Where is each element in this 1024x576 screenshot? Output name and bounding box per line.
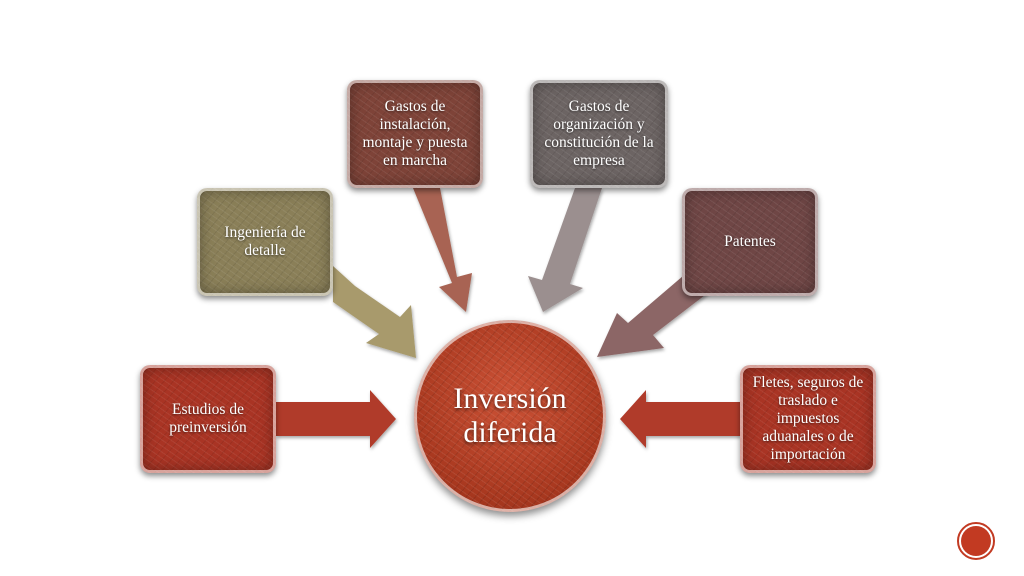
arrow-instalacion: [413, 188, 472, 312]
circle-badge-inner: [961, 526, 991, 556]
node-organizacion: Gastos de organización y constitución de…: [530, 80, 668, 188]
node-fletes-label: Fletes, seguros de traslado e impuestos …: [752, 374, 864, 463]
node-fletes: Fletes, seguros de traslado e impuestos …: [740, 365, 876, 473]
arrow-patentes: [597, 270, 709, 357]
arrow-organizacion: [528, 188, 602, 312]
node-patentes-label: Patentes: [724, 233, 776, 250]
center-node: Inversión diferida: [414, 320, 606, 512]
circle-badge-icon: [957, 522, 995, 560]
node-estudios-label: Estudios de preinversión: [169, 401, 247, 436]
node-estudios: Estudios de preinversión: [140, 365, 276, 473]
arrow-fletes: [620, 390, 740, 448]
center-node-label: Inversión diferida: [453, 382, 567, 449]
arrow-estudios: [276, 390, 396, 448]
node-organizacion-label: Gastos de organización y constitución de…: [544, 98, 654, 169]
node-ingenieria: Ingeniería de detalle: [197, 188, 333, 296]
node-instalacion-label: Gastos de instalación, montaje y puesta …: [362, 98, 468, 169]
node-ingenieria-label: Ingeniería de detalle: [224, 224, 306, 259]
node-instalacion: Gastos de instalación, montaje y puesta …: [347, 80, 483, 188]
arrow-ingenieria: [333, 266, 416, 358]
node-patentes: Patentes: [682, 188, 818, 296]
